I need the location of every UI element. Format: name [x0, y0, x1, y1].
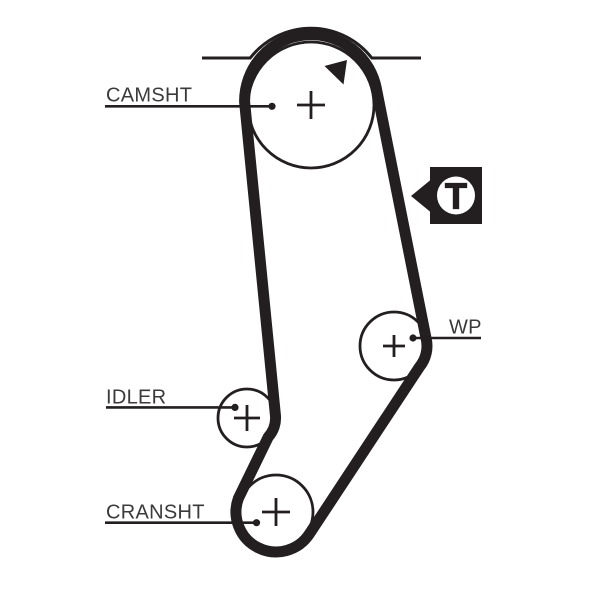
tensioner-badge-circle [437, 176, 475, 215]
idler-label: IDLER [106, 387, 166, 409]
idler-leader-dot [231, 403, 239, 411]
tensioner-badge-icon: T [411, 167, 482, 224]
belt-direction-arrow-icon [324, 60, 347, 85]
camshaft-center-cross [297, 91, 325, 119]
idler-callout: IDLER [106, 387, 239, 411]
camshaft-callout: CAMSHT [105, 85, 276, 110]
water-pump-label: WP [449, 317, 482, 339]
idler-center-cross [234, 405, 260, 431]
crankshaft-callout: CRANSHT [105, 502, 261, 527]
crankshaft-leader-dot [252, 519, 261, 527]
crankshaft-label: CRANSHT [106, 502, 205, 524]
camshaft-leader-dot [268, 102, 276, 110]
water-pump-center-cross [383, 335, 405, 357]
crankshaft-center-cross [262, 498, 290, 526]
camshaft-label: CAMSHT [106, 85, 192, 107]
tensioner-badge-pointer [411, 180, 431, 212]
water-pump-leader-dot [409, 334, 417, 342]
tensioner-badge-letter: T [445, 176, 467, 217]
water-pump-callout: WP [409, 317, 482, 342]
timing-belt [230, 29, 433, 558]
engine-cover-line [202, 26, 421, 60]
